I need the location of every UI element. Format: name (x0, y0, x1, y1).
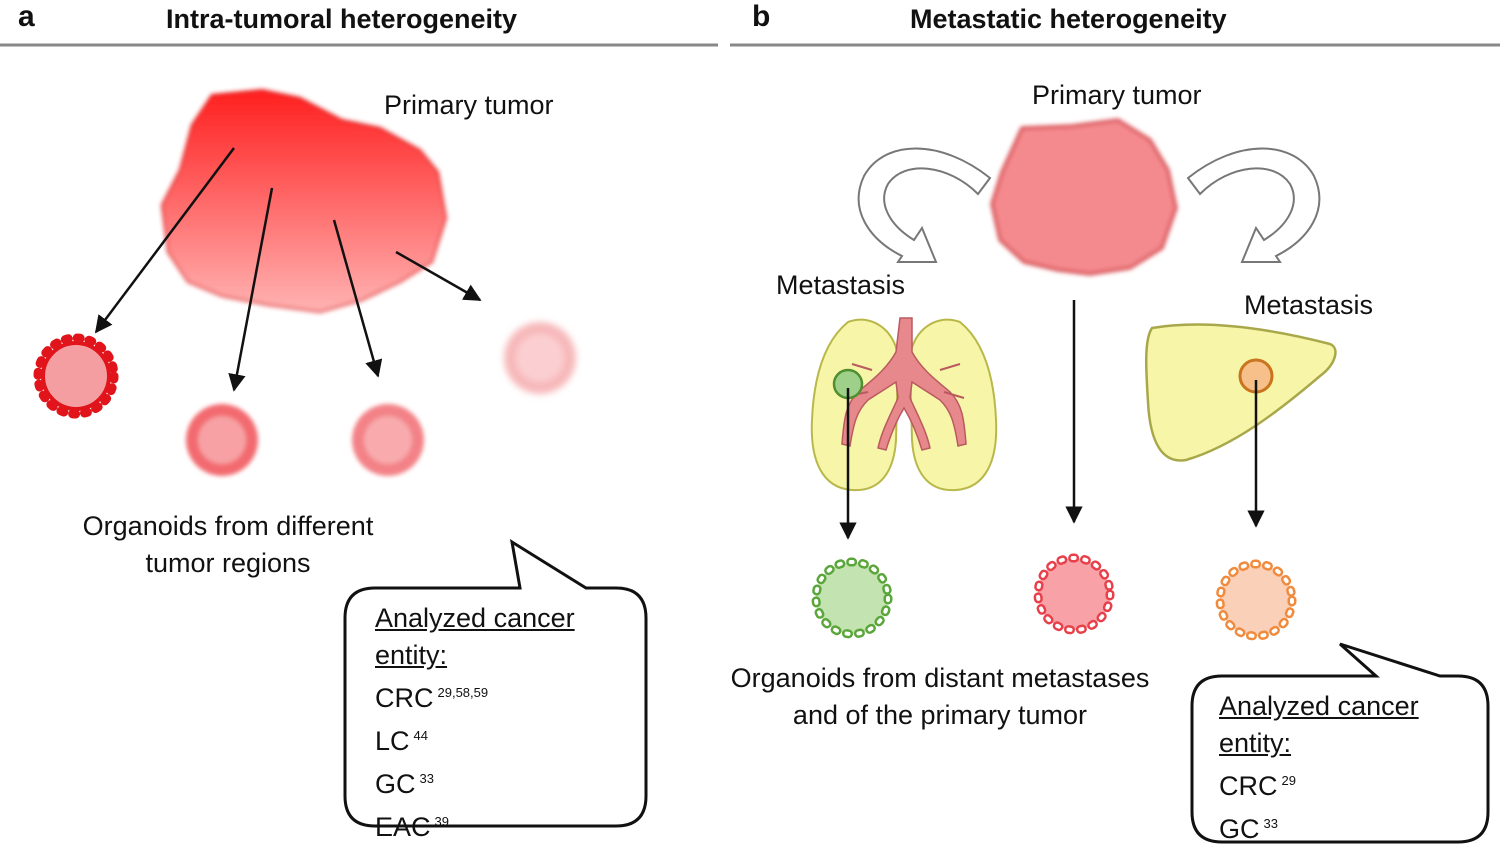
entity-name: EAC (375, 812, 431, 842)
panel-b-letter: b (752, 0, 771, 33)
entity-refs: 29 (1281, 773, 1296, 788)
panel-b-title: Metastatic heterogeneity (910, 4, 1227, 34)
entity-name: LC (375, 726, 410, 756)
arrow-to-organoid-1 (94, 147, 235, 334)
entity-bubble-a (343, 538, 648, 828)
organoids-caption-b: Organoids from distant metastases and of… (730, 663, 1150, 730)
panel-a-letter: a (18, 0, 35, 33)
organoid-region-3 (352, 404, 424, 476)
organoid-lung-metastasis (811, 557, 893, 639)
primary-tumor-label-b: Primary tumor (1032, 80, 1202, 110)
organoid-region-4 (504, 322, 576, 394)
organoid-region-1 (33, 333, 119, 419)
entity-refs: 33 (1263, 816, 1278, 831)
organoid-region-2 (186, 404, 258, 476)
entity-title-b: Analyzed cancer entity: (1219, 691, 1419, 758)
organoids-caption-a: Organoids from different tumor regions (82, 511, 374, 578)
organoid-liver-metastasis (1215, 559, 1297, 641)
entity-refs: 33 (419, 771, 434, 786)
liver-illustration (1144, 323, 1337, 462)
arrow-to-organoid-4 (395, 250, 482, 302)
arrow-to-organoid-3 (332, 219, 383, 378)
curved-arrow-right (1186, 147, 1321, 263)
entity-name: CRC (1219, 771, 1278, 801)
entity-title-a: Analyzed cancer entity: (375, 603, 575, 670)
metastasis-label-liver: Metastasis (1244, 290, 1374, 320)
panel-a-title: Intra-tumoral heterogeneity (166, 4, 518, 34)
entity-refs: 39 (434, 814, 449, 829)
primary-tumor-shape-a (160, 88, 448, 314)
arrow-to-organoid-2 (228, 187, 274, 392)
metastasis-label-lung: Metastasis (776, 270, 906, 300)
organoid-primary-tumor (1033, 553, 1115, 635)
entity-name: CRC (375, 683, 434, 713)
entity-refs: 44 (413, 728, 428, 743)
primary-tumor-label-a: Primary tumor (384, 90, 554, 120)
entity-name: GC (1219, 814, 1260, 844)
entity-name: GC (375, 769, 416, 799)
curved-arrow-left (857, 147, 992, 263)
lungs-illustration (810, 317, 998, 492)
entity-bubble-b (1190, 642, 1490, 844)
entity-refs: 29,58,59 (437, 685, 489, 700)
primary-tumor-shape-b (990, 118, 1178, 276)
